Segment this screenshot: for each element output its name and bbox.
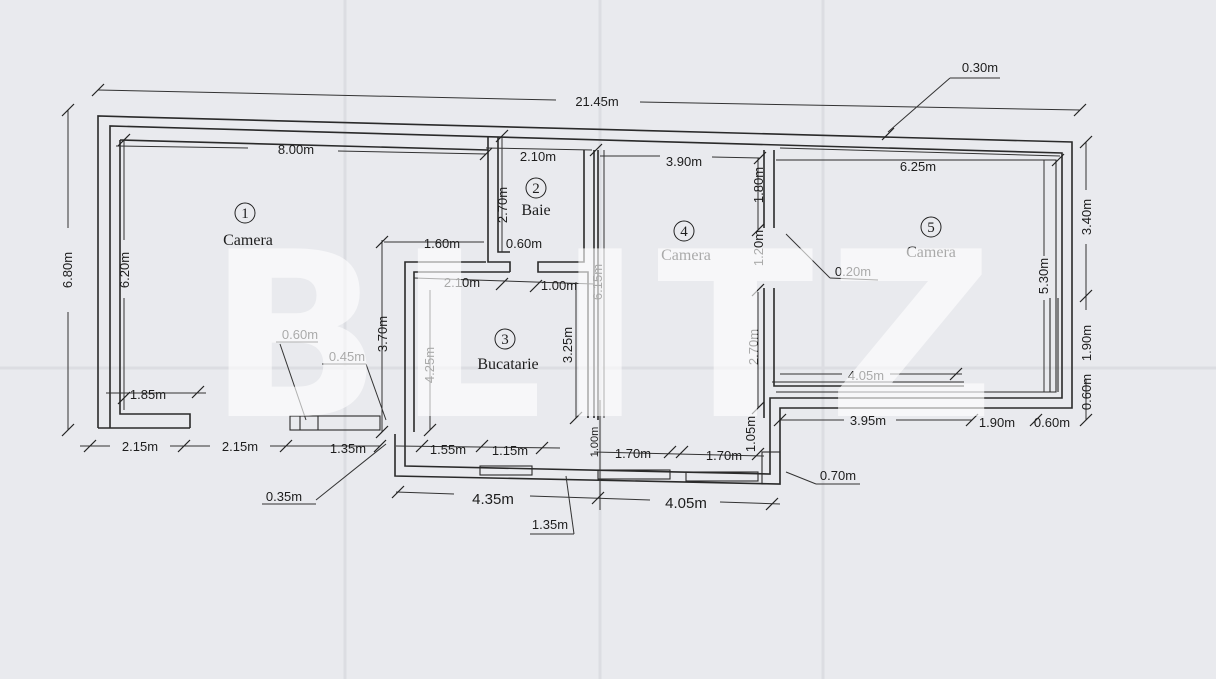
dim-front-wall-right: 0.70m bbox=[820, 468, 856, 483]
dim-room4-lower-height: 2.70m bbox=[746, 329, 761, 365]
dim-right-height-top: 3.40m bbox=[1079, 199, 1094, 235]
dim-room5-bottom-outer: 3.95m bbox=[850, 413, 886, 428]
dim-kitchen-pier: 1.55m bbox=[430, 442, 466, 457]
room-1-name: Camera bbox=[223, 232, 273, 249]
chimney bbox=[289, 415, 381, 431]
room-5-number: 5 bbox=[927, 220, 935, 236]
front-windows bbox=[479, 451, 781, 485]
dim-front-left-a: 2.15m bbox=[122, 439, 158, 454]
dim-room1-height: 6.20m bbox=[117, 252, 132, 288]
dim-room1-step: 1.85m bbox=[130, 387, 166, 402]
dim-room1-width: 8.00m bbox=[278, 142, 314, 157]
room-markers bbox=[234, 177, 942, 350]
dim-kitchen-right-height: 3.25m bbox=[560, 327, 575, 363]
watermark-text: BLITZ bbox=[207, 204, 1008, 471]
dimension-lines bbox=[67, 77, 1087, 535]
dim-chimney-depth: 0.45m bbox=[329, 349, 365, 364]
dim-room4-total: 4.05m bbox=[665, 495, 707, 512]
dim-right-pier-vertical: 0.60m bbox=[1079, 374, 1094, 410]
dim-wall-thickness: 0.30m bbox=[962, 60, 998, 75]
room-3-number: 3 bbox=[501, 332, 509, 348]
dim-chimney-width: 0.60m bbox=[282, 327, 318, 342]
room-5-name: Camera bbox=[906, 244, 956, 261]
dim-kitchen-door: 1.00m bbox=[541, 278, 577, 293]
dim-room4-width: 3.90m bbox=[666, 154, 702, 169]
room-4-name: Camera bbox=[661, 247, 711, 264]
dim-door-baie: 0.60m bbox=[506, 236, 542, 251]
dim-total-length: 21.45m bbox=[575, 94, 618, 109]
dimension-labels: 21.45m 0.30m 8.00m 2.10m 3.90m 6.25m 1.6… bbox=[122, 60, 1070, 532]
dim-front-left-b: 2.15m bbox=[222, 439, 258, 454]
exterior-walls bbox=[97, 115, 1073, 485]
dim-room5-height: 5.30m bbox=[1036, 258, 1051, 294]
dim-partition-thickness: 0.20m bbox=[835, 264, 871, 279]
room-5-circle bbox=[920, 216, 942, 238]
room-2-circle bbox=[525, 177, 547, 199]
dim-bottom-door: 1.35m bbox=[532, 517, 568, 532]
dim-kitchen-total: 4.35m bbox=[472, 491, 514, 508]
room-4-number: 4 bbox=[680, 224, 688, 240]
dim-right-window: 1.90m bbox=[979, 415, 1015, 430]
room-3-name: Bucatarie bbox=[477, 356, 538, 373]
dim-kitchen-window: 1.15m bbox=[492, 443, 528, 458]
dim-kitchen-inner-height: 4.25m bbox=[422, 347, 437, 383]
dim-front-pier: 1.05m bbox=[743, 416, 758, 452]
dim-right-pier: 0.60m bbox=[1034, 415, 1070, 430]
dim-baie-width: 2.10m bbox=[520, 149, 556, 164]
dim-kitchen-left-height: 3.70m bbox=[375, 316, 390, 352]
dim-right-height-bottom: 1.90m bbox=[1079, 325, 1094, 361]
dim-room5-width: 6.25m bbox=[900, 159, 936, 174]
dim-room4-wall-seg1: 1.80m bbox=[751, 167, 766, 203]
dim-room4-height: 6.15m bbox=[590, 264, 605, 300]
dim-front-window-a: 1.70m bbox=[615, 446, 651, 461]
room-1-number: 1 bbox=[241, 206, 249, 222]
room-2-number: 2 bbox=[532, 181, 540, 197]
dimension-ticks bbox=[61, 103, 1093, 511]
dim-front-door: 1.35m bbox=[330, 441, 366, 456]
dim-front-wall: 0.35m bbox=[266, 489, 302, 504]
dim-front-window-b: 1.70m bbox=[706, 448, 742, 463]
room-2-name: Baie bbox=[521, 202, 550, 219]
dim-room4-wall-seg2: 1.20m bbox=[751, 230, 766, 266]
dim-baie-height: 2.70m bbox=[495, 187, 510, 223]
dim-overall-height: 6.80m bbox=[60, 252, 75, 288]
vertical-dimension-labels: 6.80m 6.20m 2.70m 6.15m 1.80m 1.20m 3.40… bbox=[60, 167, 1094, 457]
room-1-circle bbox=[234, 202, 256, 224]
room-labels: 1 Camera 2 Baie 3 Bucatarie 4 Camera 5 C… bbox=[223, 181, 956, 373]
room-4-circle bbox=[673, 220, 695, 242]
dim-entry-depth: 1.00m bbox=[589, 427, 601, 458]
dim-room5-bottom-inner: 4.05m bbox=[848, 368, 884, 383]
dim-kitchen-top: 2.10m bbox=[444, 275, 480, 290]
dim-hall-upper: 1.60m bbox=[424, 236, 460, 251]
room-3-circle bbox=[494, 328, 516, 350]
